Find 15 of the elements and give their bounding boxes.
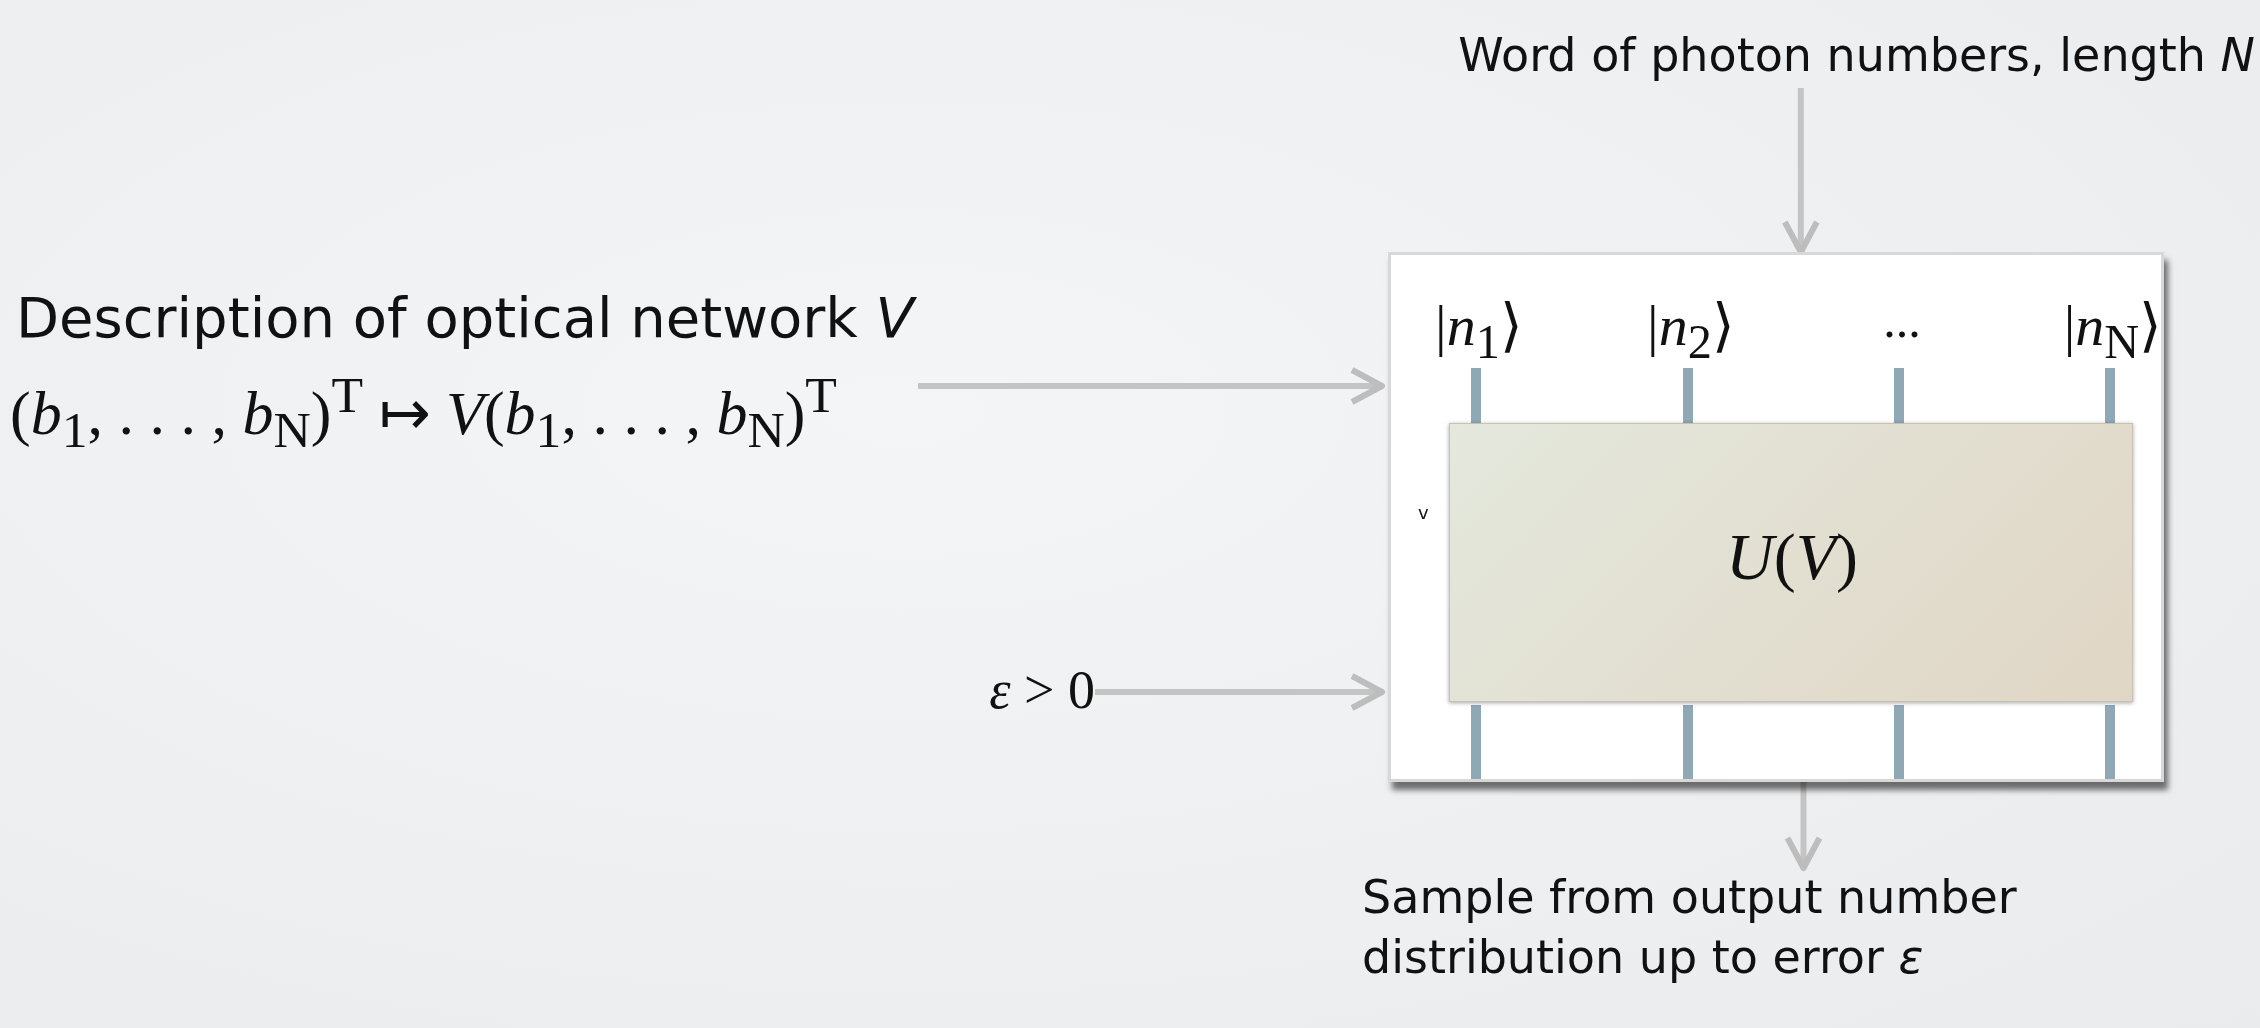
condition-label: ε > 0	[989, 659, 1095, 721]
arrow	[918, 367, 1385, 405]
node-text: Sample from output number distribution up to error ε	[1362, 869, 2018, 986]
ket-label: |n$_{N}$⟩	[2063, 292, 2163, 369]
node-text: Word of photon numbers, length N	[1458, 28, 2255, 82]
circuit-frame	[1388, 252, 2164, 782]
mark-label: v	[1418, 502, 1429, 523]
ket-label: ...	[1883, 291, 1921, 349]
formula: (b$_{1}$, . . . , b$_{N}$)$^{T}$ ↦ V(b$_{1}$, . . . , b$_{N}$)$^{T}$	[10, 365, 837, 460]
arrow	[1784, 782, 1823, 871]
unitary-block	[1449, 423, 2133, 702]
arrow	[1095, 673, 1385, 711]
ket-label: |n$_{1}$⟩	[1435, 292, 1523, 369]
ket-label: |n$_{2}$⟩	[1647, 292, 1735, 369]
operator-label: U(V)	[1726, 519, 1858, 595]
